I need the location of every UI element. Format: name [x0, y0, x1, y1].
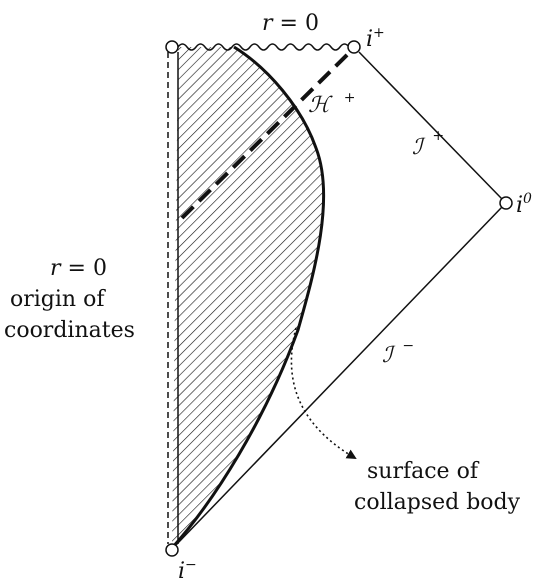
body-surface-curve	[170, 45, 326, 550]
collapsed-body-region	[172, 47, 324, 548]
past-timelike-infinity-point	[165, 543, 179, 557]
singularity-wavy-line	[177, 43, 350, 51]
scri-plus-label: ℐ+	[412, 128, 444, 160]
i-zero-label: i0	[516, 191, 532, 218]
scri-minus-label: ℐ−	[382, 338, 414, 368]
i-minus-label: i−	[178, 557, 197, 582]
event-horizon-line	[180, 50, 352, 220]
surface-line1: surface of	[367, 459, 480, 484]
future-null-infinity	[358, 51, 503, 200]
horizon-label: ℋ+	[308, 90, 355, 118]
origin-line1: origin of	[10, 287, 106, 312]
surface-line2: collapsed body	[354, 490, 521, 515]
surface-pointer-arrow	[290, 327, 357, 460]
future-timelike-infinity-point	[347, 40, 361, 54]
origin-r-label: r = 0	[50, 256, 107, 281]
singularity-label: r = 0	[262, 11, 319, 36]
i-plus-label: i+	[366, 25, 385, 52]
origin-top-point	[165, 40, 179, 54]
past-null-infinity	[175, 206, 503, 546]
origin-line2: coordinates	[4, 318, 135, 343]
spatial-infinity-point	[499, 196, 513, 210]
